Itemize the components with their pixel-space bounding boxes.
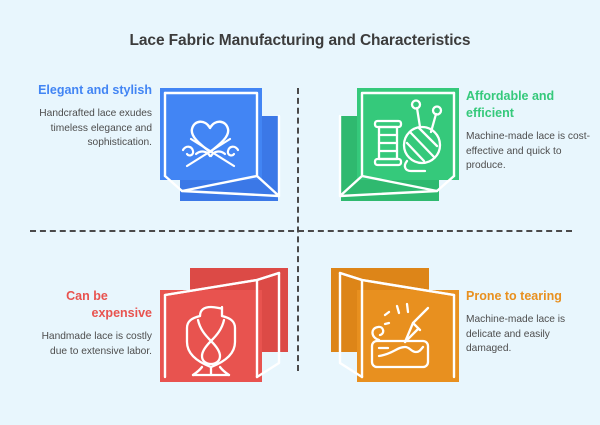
horizontal-divider	[30, 230, 572, 232]
quadrant-elegant-text: Elegant and stylish Handcrafted lace exu…	[22, 82, 152, 151]
quadrant-expensive-text: Can be expensive Handmade lace is costly…	[22, 288, 152, 359]
quadrant-elegant-body: Handcrafted lace exudes timeless eleganc…	[39, 107, 152, 149]
heart-and-crossed-knitting-needles-icon	[160, 88, 292, 208]
quadrant-expensive-heading: Can be expensive	[22, 288, 152, 322]
page-title: Lace Fabric Manufacturing and Characteri…	[129, 32, 471, 49]
quadrant-tearing-body: Machine-made lace is delicate and easily…	[466, 313, 566, 355]
quadrant-affordable-heading: Affordable and efficient	[466, 89, 555, 120]
necklace-dress-form-icon	[160, 268, 292, 386]
quadrant-affordable-body: Machine-made lace is cost-effective and …	[466, 130, 590, 172]
quadrant-expensive-body: Handmade lace is costly due to extensive…	[41, 330, 152, 357]
quadrant-affordable-text: Affordable and efficient Machine-made la…	[466, 88, 596, 174]
quadrant-expensive-heading-line1: Can be	[66, 289, 108, 303]
quadrant-expensive-heading-line2: expensive	[91, 305, 152, 320]
quadrant-tearing-heading: Prone to tearing	[466, 289, 562, 303]
quadrant-tearing-text: Prone to tearing Machine-made lace is de…	[466, 288, 596, 357]
thread-spool-and-yarn-ball-icon	[327, 88, 459, 208]
vertical-divider	[297, 88, 299, 371]
needle-stitching-torn-fabric-icon	[327, 268, 459, 386]
quadrant-elegant-heading: Elegant and stylish	[38, 83, 152, 97]
